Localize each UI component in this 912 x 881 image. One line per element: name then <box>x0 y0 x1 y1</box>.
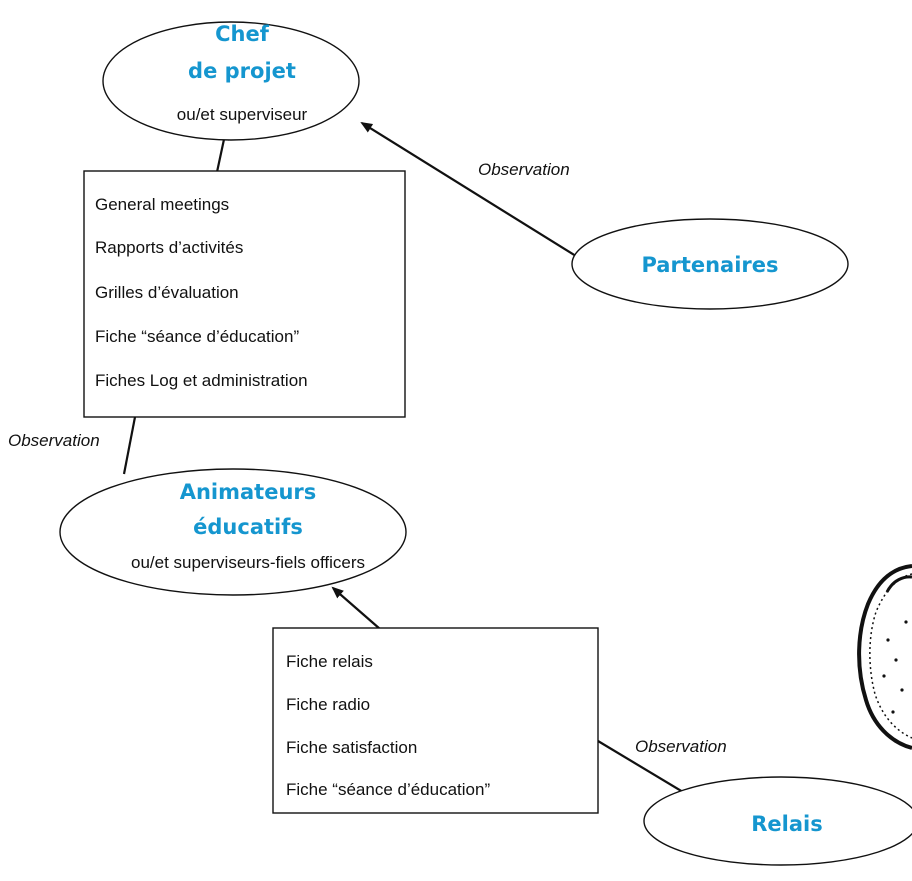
node-partenaires: Partenaires <box>571 218 849 310</box>
animateurs-ellipse <box>59 468 407 596</box>
chef-tool-item: Fiches Log et administration <box>95 371 308 390</box>
connector-box2-to-animateurs <box>331 586 381 630</box>
node-animateurs-educatifs: Animateurs éducatifs ou/et superviseurs-… <box>59 468 407 596</box>
partenaires-title: Partenaires <box>641 253 778 277</box>
observation-label-animateurs: Observation <box>8 431 100 450</box>
connector-animateurs-to-box1 <box>122 416 137 475</box>
chef-ellipse <box>102 21 360 141</box>
animateurs-subtitle: ou/et superviseurs-fiels officers <box>131 553 365 572</box>
chef-tool-item: General meetings <box>95 195 229 214</box>
node-relais: Relais <box>643 776 912 866</box>
chef-subtitle: ou/et superviseur <box>177 105 308 124</box>
chef-tool-item: Rapports d’activités <box>95 238 243 257</box>
chef-tool-item: Grilles d’évaluation <box>95 283 239 302</box>
chef-tools-box <box>83 170 406 418</box>
connector-partenaires-to-chef <box>360 121 593 267</box>
relais-title: Relais <box>751 812 822 836</box>
observation-label-relais: Observation <box>635 737 727 756</box>
decorative-illustration <box>857 564 912 750</box>
animateur-tool-item: Fiche relais <box>286 652 373 671</box>
animateur-tool-item: Fiche radio <box>286 695 370 714</box>
animateurs-title-line1: Animateurs <box>180 480 317 504</box>
chef-title-line2: de projet <box>188 59 296 83</box>
relais-ellipse <box>643 776 912 866</box>
animateur-tools-box <box>272 627 599 814</box>
box-animateur-tools: Fiche relais Fiche radio Fiche satisfact… <box>272 627 599 814</box>
animateur-tool-item: Fiche “séance d’éducation” <box>286 780 490 799</box>
box-chef-tools: General meetings Rapports d’activités Gr… <box>83 170 406 418</box>
observation-label-partenaires: Observation <box>478 160 570 179</box>
partenaires-ellipse <box>571 218 849 310</box>
animateur-tool-item: Fiche satisfaction <box>286 738 417 757</box>
chef-title-line1: Chef <box>215 22 270 46</box>
node-chef-de-projet: Chef de projet ou/et superviseur <box>102 21 360 141</box>
chef-tool-item: Fiche “séance d’éducation” <box>95 327 299 346</box>
animateurs-title-line2: éducatifs <box>193 515 303 539</box>
